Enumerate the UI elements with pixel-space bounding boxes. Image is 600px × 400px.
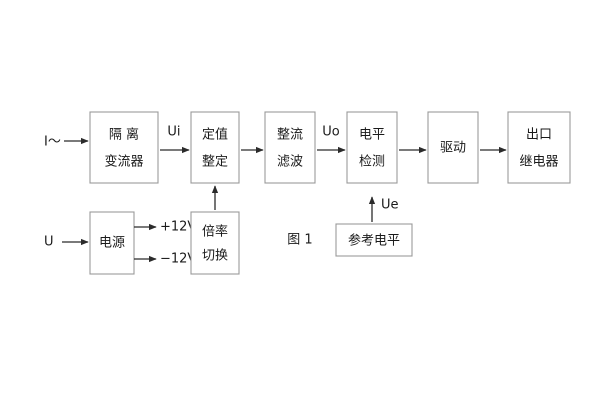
rail-negative-label: −12V bbox=[160, 252, 196, 267]
setting-adjust-line2: 整定 bbox=[202, 155, 228, 170]
isolation-transformer-line2: 变流器 bbox=[104, 154, 143, 170]
ui-signal-label: Ui bbox=[167, 125, 180, 140]
current-input-label: I～ bbox=[44, 135, 61, 150]
block-level-detect[interactable] bbox=[346, 111, 398, 184]
driver-label: 驱动 bbox=[440, 141, 466, 156]
ratio-switch-line1: 倍率 bbox=[202, 224, 228, 240]
rectify-filter-line2: 滤波 bbox=[277, 155, 303, 170]
block-rectify-filter[interactable] bbox=[264, 111, 316, 184]
uo-signal-label: Uo bbox=[322, 125, 340, 140]
block-ratio-switch[interactable] bbox=[190, 211, 240, 275]
output-relay-line2: 继电器 bbox=[519, 155, 558, 170]
output-relay-line1: 出口 bbox=[526, 128, 552, 143]
rectify-filter-line1: 整流 bbox=[277, 128, 303, 143]
isolation-transformer-line1: 隔 离 bbox=[109, 127, 139, 143]
figure-caption: 图 1 bbox=[287, 233, 312, 248]
reference-level-label: 参考电平 bbox=[348, 233, 400, 249]
level-detect-line1: 电平 bbox=[359, 128, 385, 143]
block-reference-level[interactable] bbox=[335, 223, 413, 257]
block-isolation-transformer[interactable] bbox=[89, 111, 159, 184]
ratio-switch-line2: 切换 bbox=[202, 249, 228, 264]
power-supply-label: 电源 bbox=[99, 236, 125, 251]
block-driver[interactable] bbox=[427, 111, 479, 184]
voltage-input-label: U bbox=[44, 235, 54, 250]
level-detect-line2: 检测 bbox=[359, 155, 385, 170]
rail-positive-label: +12V bbox=[160, 220, 196, 235]
block-power-supply[interactable] bbox=[89, 211, 135, 275]
ue-signal-label: Ue bbox=[381, 198, 399, 213]
block-output-relay[interactable] bbox=[507, 111, 571, 184]
setting-adjust-line1: 定值 bbox=[202, 127, 228, 143]
block-setting-adjust[interactable] bbox=[190, 111, 240, 184]
